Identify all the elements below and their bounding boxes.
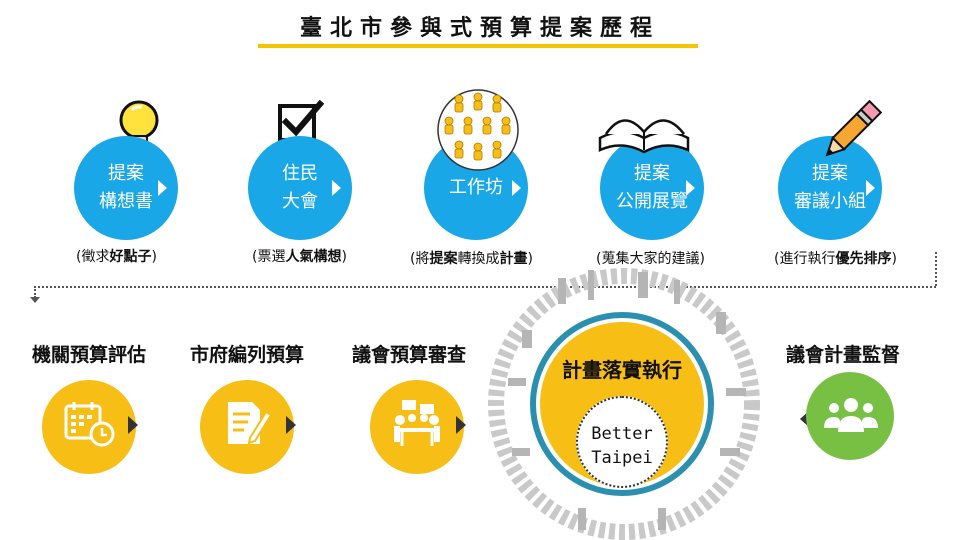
- step-note-2: (票選人氣構想): [252, 249, 347, 265]
- step-label-2: 住民 大會: [282, 163, 318, 212]
- badge-line-1: Better: [591, 424, 653, 444]
- open-book-icon: [598, 119, 690, 154]
- city-skyline-ring: [488, 268, 760, 540]
- step-label-council-review: 議會預算審查: [352, 344, 467, 366]
- step-label-city-budget: 市府編列預算: [190, 344, 305, 366]
- step-circle-council-review: [370, 380, 464, 474]
- arrow-right-icon: [158, 180, 167, 196]
- arrow-right-icon: [686, 180, 695, 196]
- step-label-5: 提案 審議小組: [794, 163, 866, 212]
- step-label-1: 提案 構想書: [99, 163, 153, 212]
- step-note-1: (徵求好點子): [76, 249, 157, 265]
- step-note-4: (蒐集大家的建議): [596, 251, 705, 267]
- users-icon: [824, 398, 878, 432]
- calendar-clock-icon: [64, 402, 115, 447]
- step-label-budget-eval: 機關預算評估: [32, 344, 147, 366]
- step-circle-budget-eval: [42, 380, 136, 474]
- arrow-right-icon: [456, 416, 466, 434]
- document-edit-icon: [228, 402, 272, 445]
- title-underline: [258, 44, 698, 48]
- arrow-right-icon: [512, 180, 521, 196]
- people-group-icon: [437, 89, 519, 171]
- page-title: 臺北市參與式預算提案歷程: [299, 16, 660, 41]
- step-label-council-monitor: 議會計畫監督: [786, 344, 901, 366]
- step-note-3: (將提案轉換成計畫): [410, 251, 533, 267]
- step-circle-council-monitor: [806, 372, 894, 460]
- connector-arrow-icon: [30, 297, 40, 303]
- center-label: 計畫落實執行: [562, 358, 682, 382]
- arrow-right-icon: [332, 180, 341, 196]
- arrow-left-icon: [800, 410, 810, 428]
- step-label-3: 工作坊: [449, 177, 503, 198]
- step-note-5: (進行執行優先排序): [774, 251, 897, 267]
- step-label-4: 提案 公開展覽: [616, 163, 688, 212]
- checkbox-icon: [278, 100, 324, 142]
- better-taipei-badge: [576, 396, 668, 488]
- connector-line: [935, 252, 937, 286]
- badge-line-2: Taipei: [591, 448, 653, 468]
- meeting-icon: [394, 400, 440, 446]
- connector-line: [34, 286, 36, 298]
- arrow-right-icon: [128, 416, 138, 434]
- pencil-icon: [825, 99, 883, 157]
- arrow-right-icon: [866, 180, 875, 196]
- step-circle-5: 提案 審議小組: [778, 136, 882, 240]
- connector-line: [34, 286, 936, 288]
- arrow-right-icon: [286, 416, 296, 434]
